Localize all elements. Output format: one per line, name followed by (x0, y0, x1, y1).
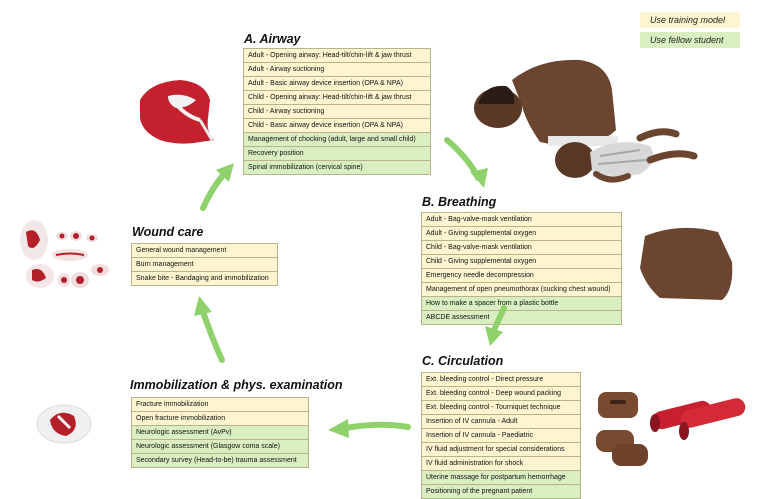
cycle-arrow-immobilization-to-wound-care (194, 296, 225, 363)
cycle-arrow-circulation-to-immobilization (328, 419, 411, 438)
circulation-skill-row: Uterine massage for postpartum hemorrhag… (422, 471, 580, 485)
fracture-model-image (36, 404, 92, 444)
breathing-skill-row: Adult - Giving supplemental oxygen (422, 227, 621, 241)
airway-skill-row: Management of chocking (adult, large and… (244, 133, 430, 147)
cycle-arrow-wound-care-to-airway (200, 163, 234, 211)
breathing-skill-row: Emergency needle decompression (422, 269, 621, 283)
airway-skill-row: Child - Basic airway device insertion (O… (244, 119, 430, 133)
baby-manikin-image (555, 128, 698, 183)
bleeding-control-pads-image (596, 392, 648, 466)
legend-swatch-model (640, 12, 740, 28)
adult-manikin-image (474, 59, 618, 147)
wound-care-title: Wound care (132, 225, 204, 239)
wound-skill-row: Burn management (132, 258, 277, 272)
circulation-skill-row: Ext. bleeding control - Direct pressure (422, 373, 580, 387)
circulation-skill-row: Ext. bleeding control - Tourniquet techn… (422, 401, 580, 415)
immobilization-skill-row: Neurologic assessment (Glasgow coma scal… (132, 440, 308, 454)
immobilization-skill-row: Secondary survey (Head-to-be) trauma ass… (132, 454, 308, 468)
wound-skill-row: General wound management (132, 244, 277, 258)
airway-skill-row: Child - Opening airway: Head-tilt/chin-l… (244, 91, 430, 105)
legend: Use training model Use fellow student (640, 12, 740, 52)
cycle-arrow-breathing-to-circulation (485, 305, 507, 346)
immobilization-skill-row: Fracture immobilization (132, 398, 308, 412)
airway-skill-row: Spinal immobilization (cervical spine) (244, 161, 430, 175)
airway-skill-row: Adult - Basic airway device insertion (O… (244, 77, 430, 91)
immobilization-skill-row: Neurologic assessment (AvPv) (132, 426, 308, 440)
immobilization-title: Immobilization & phys. examination (130, 378, 343, 392)
breathing-skill-row: Management of open pneumothorax (sucking… (422, 283, 621, 297)
airway-skills-table: Adult - Opening airway: Head-tilt/chin-l… (243, 48, 431, 175)
cycle-arrow-airway-to-breathing (444, 137, 488, 188)
legend-swatch-fellow (640, 32, 740, 48)
chest-trainer-image (640, 227, 733, 300)
airway-head-model-image (140, 80, 214, 144)
airway-skill-row: Recovery position (244, 147, 430, 161)
immobilization-skill-row: Open fracture immobilization (132, 412, 308, 426)
circulation-title: C. Circulation (422, 354, 504, 368)
breathing-skill-row: How to make a spacer from a plastic bott… (422, 297, 621, 311)
breathing-skill-row: Child - Giving supplemental oxygen (422, 255, 621, 269)
breathing-title: B. Breathing (422, 195, 497, 209)
breathing-skill-row: Adult - Bag-valve-mask ventilation (422, 213, 621, 227)
legend-label-model: Use training model (650, 15, 726, 25)
legend-label-fellow: Use fellow student (650, 35, 724, 45)
circulation-skill-row: Ext. bleeding control - Deep wound packi… (422, 387, 580, 401)
airway-skill-row: Adult - Airway suctioning (244, 63, 430, 77)
airway-skill-row: Child - Airway suctioning (244, 105, 430, 119)
wound-skill-row: Snake bite - Bandaging and immobilizatio… (132, 272, 277, 286)
circulation-skill-row: IV fluid administration for shock (422, 457, 580, 471)
airway-title: A. Airway (244, 32, 301, 46)
circulation-skill-row: Insertion of IV cannula - Paediatric (422, 429, 580, 443)
breathing-skill-row: Child - Bag-valve-mask ventilation (422, 241, 621, 255)
airway-skill-row: Adult - Opening airway: Head-tilt/chin-l… (244, 49, 430, 63)
iv-practice-tubes-image (650, 398, 746, 440)
circulation-skill-row: Insertion of IV cannula - Adult (422, 415, 580, 429)
wound-models-image (20, 220, 109, 288)
circulation-skill-row: IV fluid adjustment for special consider… (422, 443, 580, 457)
breathing-skill-row: ABCDE assessment (422, 311, 621, 325)
